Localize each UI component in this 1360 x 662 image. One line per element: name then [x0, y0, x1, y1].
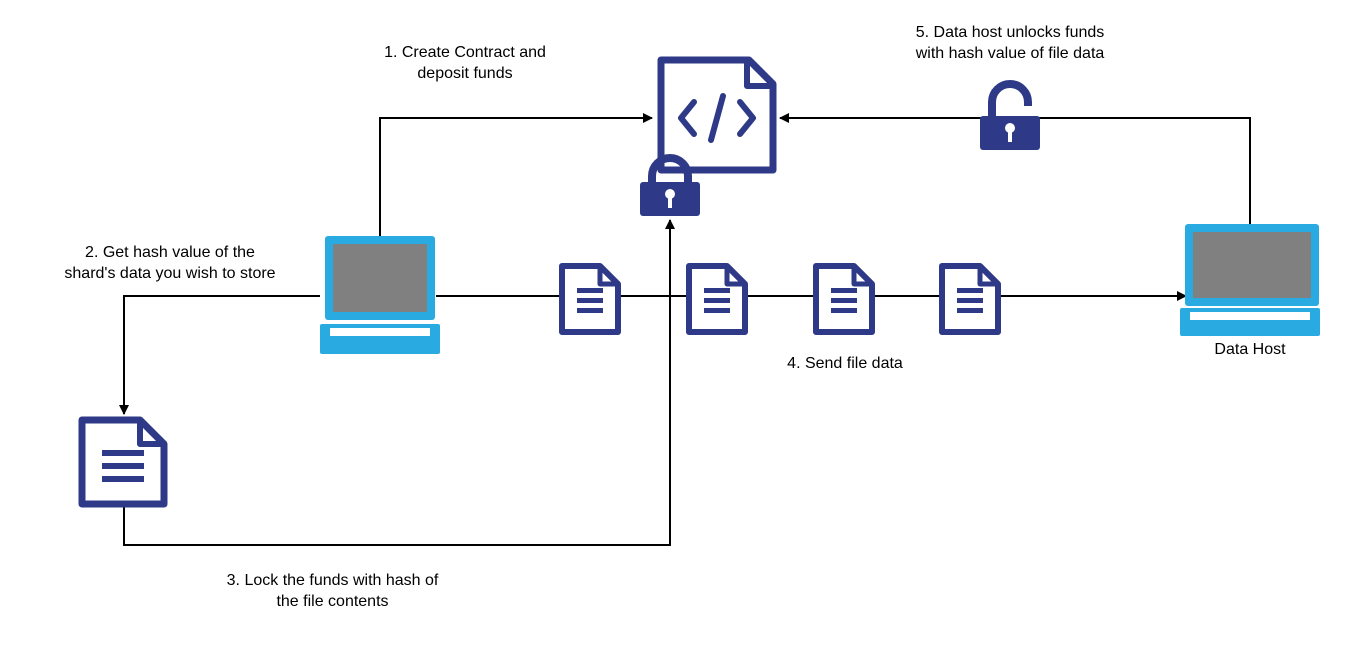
contract-code-icon	[657, 56, 777, 174]
step4-label: 4. Send file data	[760, 353, 930, 374]
arrow-get-hash	[119, 295, 320, 415]
step3-line2: the file contents	[276, 593, 389, 610]
arrow-unlock-funds	[779, 113, 1251, 224]
client-laptop-icon	[320, 236, 440, 354]
step1-label: 1. Create Contract and deposit funds	[370, 42, 560, 84]
file-chunk-icon	[816, 266, 872, 332]
arrow-create-contract	[379, 113, 653, 236]
data-host-text: Data Host	[1214, 341, 1286, 358]
step5-line2: with hash value of file data	[915, 45, 1105, 62]
data-host-laptop-icon	[1180, 224, 1320, 336]
step4-line1: 4. Send file data	[787, 355, 903, 372]
step3-label: 3. Lock the funds with hash of the file …	[200, 570, 465, 612]
step2-line1: 2. Get hash value of the	[85, 244, 255, 261]
step3-line1: 3. Lock the funds with hash of	[226, 572, 439, 589]
file-chunk-icon	[562, 266, 618, 332]
step1-line1: 1. Create Contract and	[384, 44, 546, 61]
step5-line1: 5. Data host unlocks funds	[915, 24, 1105, 41]
file-chunk-icon	[942, 266, 998, 332]
step2-label: 2. Get hash value of the shard's data yo…	[50, 242, 290, 284]
step1-line2: deposit funds	[417, 65, 513, 82]
padlock-closed-icon	[640, 154, 700, 216]
step2-line2: shard's data you wish to store	[64, 265, 276, 282]
data-host-label: Data Host	[1190, 339, 1310, 360]
arrow-lock-funds	[123, 219, 675, 546]
file-chunk-icon	[689, 266, 745, 332]
step5-label: 5. Data host unlocks funds with hash val…	[895, 22, 1125, 64]
hash-file-icon	[78, 416, 168, 508]
padlock-open-icon	[980, 80, 1040, 150]
